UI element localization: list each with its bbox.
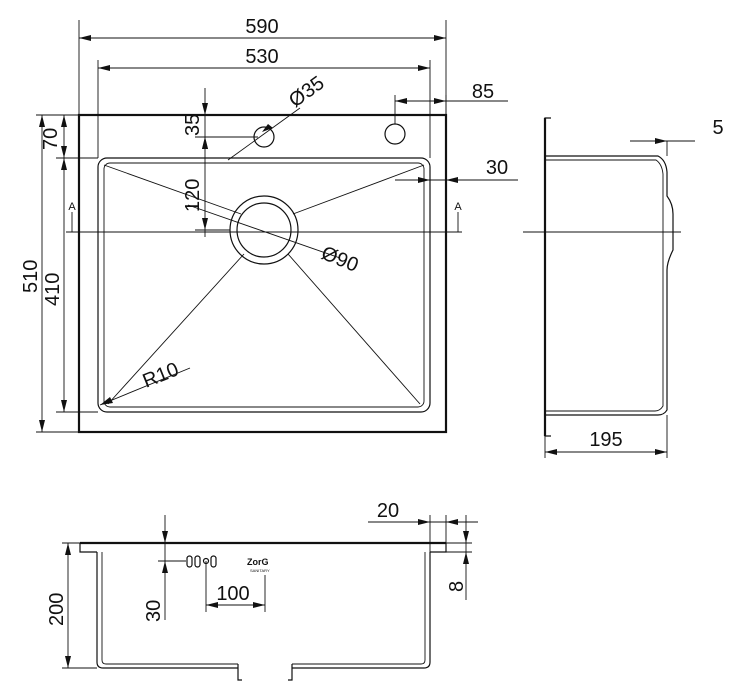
fold-line-tl [103,164,242,215]
arrow [202,218,208,230]
drain-outer [229,195,299,265]
arrow [61,146,67,158]
dim-side-height: 195 [589,429,622,451]
dim-flange-width: 20 [377,500,399,522]
dim-bowl-offset: 30 [486,157,508,179]
dim-hole-diameter: Ø35 [285,72,329,112]
side-bowl-inner [546,159,664,412]
front-flange-left [79,543,97,553]
dim-bowl-depth: 410 [42,273,64,306]
arrow [162,561,168,573]
arrow [655,138,667,144]
dim-front-height: 200 [46,593,68,626]
dim-hole-offset: 85 [472,81,494,103]
arrow [418,65,430,71]
arrow [434,35,446,41]
dim-hole-to-drain: 120 [182,179,204,212]
dim-corner-radius: R10 [140,358,182,392]
fold-line-br [287,253,421,405]
front-bowl-left [96,552,238,669]
top-view: A A 590 530 Ø35 85 30 [20,16,518,434]
bowl-inner-outline [103,162,425,408]
arrow [434,98,446,104]
front-bowl-inner-left [101,552,238,665]
arrow [39,115,45,127]
arrow [463,552,469,564]
dim-overall-width: 590 [245,16,278,38]
dim-flange-thickness: 8 [446,581,468,592]
front-bowl-right [292,552,431,669]
arrow [545,449,557,455]
arrow [446,177,458,183]
dim-side-flange: 5 [712,117,723,139]
overflow-slot [210,555,217,568]
brand-logo: ZorG [247,557,269,567]
section-label-right: A [454,201,462,213]
front-bowl-inner-right [292,552,426,665]
front-flange-right [430,543,447,553]
bowl-outline [97,157,431,413]
dim-overflow-spacing: 100 [216,583,249,605]
tap-hole-right [384,123,406,145]
arrow [202,137,208,149]
overflow-slot [194,555,201,568]
dim-bowl-width: 530 [245,46,278,68]
dim-top-to-bowl: 70 [40,128,62,150]
drain-stub-right [288,664,293,681]
drain-inner [236,202,292,258]
arrow [418,177,430,183]
dim-drain-diameter: Ø90 [318,242,361,277]
arrow [39,420,45,432]
fold-line-bl [107,253,245,405]
arrow [65,656,71,668]
dim-overall-depth: 510 [20,260,42,293]
arrow [65,543,71,555]
leader-drain [187,204,341,259]
section-label-left: A [68,201,76,213]
arrow [98,65,110,71]
arrow [655,449,667,455]
arrow [61,158,67,170]
leader-hole [227,107,301,161]
brand-subtitle: SANITARY [250,568,270,573]
leader-radius [99,367,191,406]
arrow [61,115,67,127]
dim-overflow-height: 30 [143,600,165,622]
side-bowl-profile [546,155,674,416]
arrow [463,531,469,543]
drain-stub-left [237,664,242,681]
arrow [202,103,208,115]
side-view: 5 195 [523,117,724,458]
arrow [162,531,168,543]
arrow [446,519,458,525]
arrow [100,397,113,405]
arrow [262,124,273,132]
arrow [395,98,407,104]
arrow [206,602,218,608]
arrow [61,400,67,412]
arrow [418,519,430,525]
overflow-slot [186,555,193,568]
dim-top-to-hole: 35 [182,114,204,136]
fold-line-tr [292,164,425,215]
arrow [253,602,265,608]
arrow [79,35,91,41]
front-view: ZorG SANITARY 30 100 200 20 [46,500,478,681]
sink-outer-rim [77,113,448,434]
